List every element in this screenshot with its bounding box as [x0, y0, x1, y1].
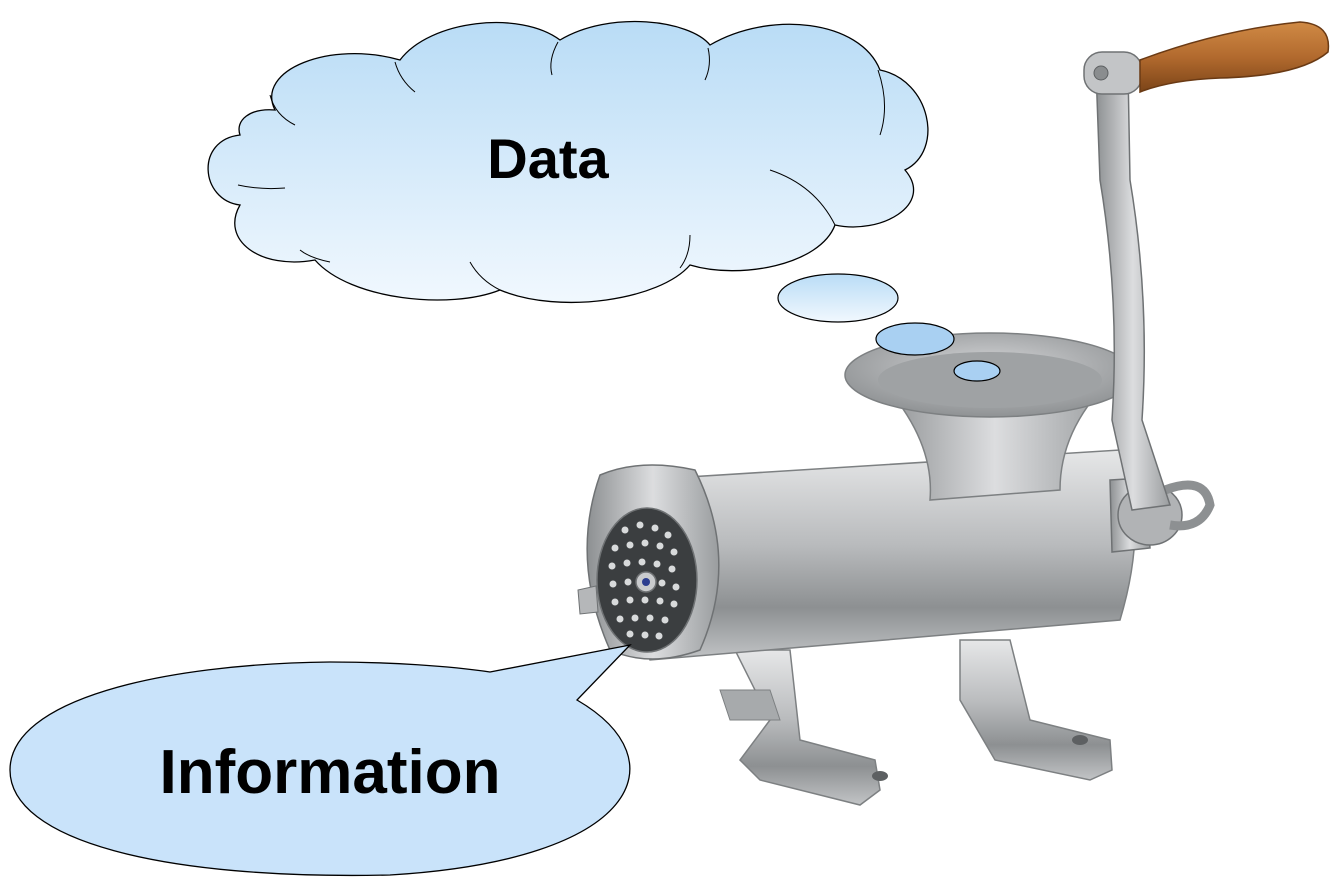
speech-bubble-shape: [9, 643, 632, 877]
speech-bubble: Information: [9, 643, 632, 877]
thought-bubble: Data: [207, 20, 1001, 382]
thought-bubble-text: Data: [487, 127, 609, 190]
thought-dot-small: [953, 360, 1001, 382]
thought-dot-large: [777, 273, 899, 323]
speech-bubble-text: Information: [160, 738, 501, 807]
grinder-plate-holes: [608, 521, 680, 640]
thought-dot-medium: [875, 322, 955, 356]
thought-cloud-shape: [207, 20, 929, 304]
meat-grinder-icon: [577, 21, 1330, 806]
